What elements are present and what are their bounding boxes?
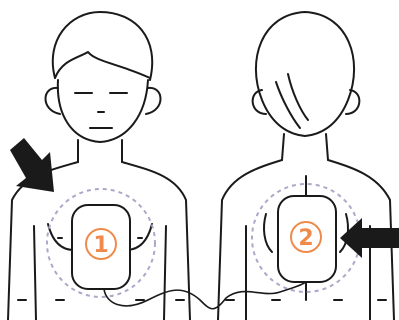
front-right-arm-line (164, 226, 166, 320)
front-head-outline (53, 12, 152, 80)
front-left-arm-line (34, 226, 36, 320)
front-hair-fringe (55, 52, 150, 78)
front-pad-number: 1 (93, 233, 108, 258)
front-arrow-icon (10, 138, 54, 192)
back-hair-strands (276, 74, 308, 128)
back-scapula-left (264, 214, 272, 252)
front-neck (78, 140, 122, 162)
back-neck (282, 134, 328, 160)
back-pad-number: 2 (298, 226, 313, 251)
front-right-ear (146, 88, 161, 114)
